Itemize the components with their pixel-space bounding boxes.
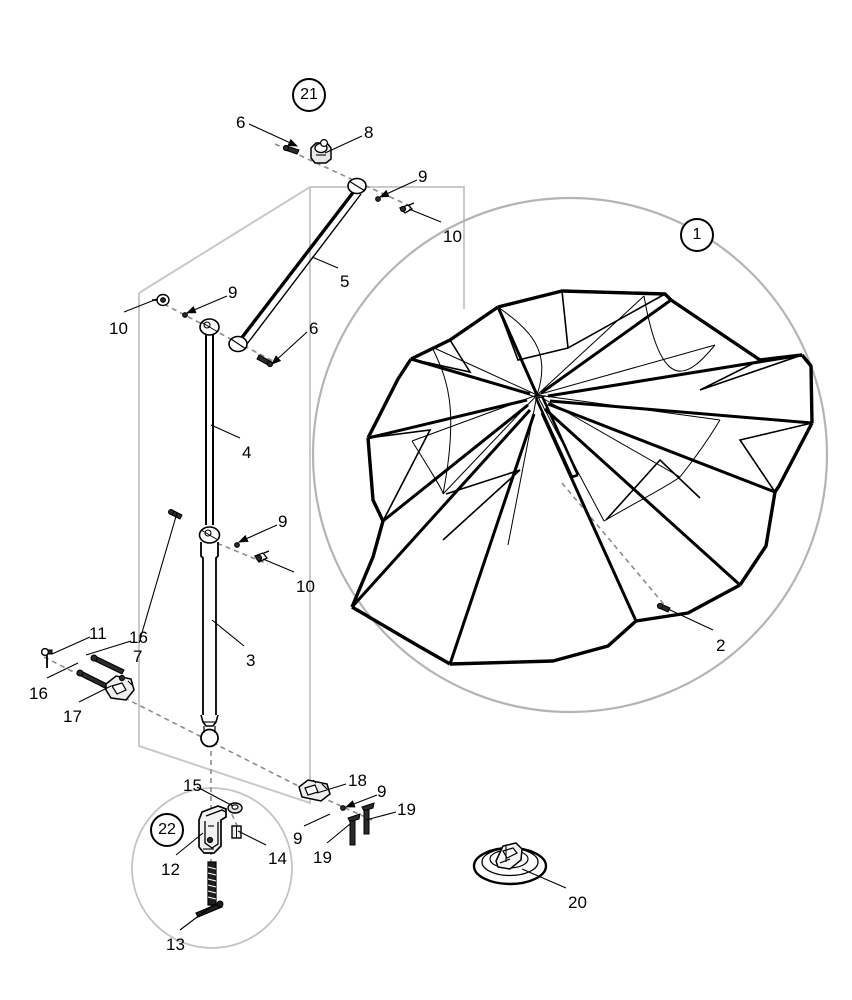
part-6-bolt-top [282,144,300,155]
part-20-end-cap-disc [472,842,548,886]
leader-19-left [326,823,351,844]
label-16-right: 16 [129,628,148,647]
label-19-right: 19 [397,800,416,819]
label-8: 8 [364,123,374,142]
label-16-left: 16 [29,684,48,703]
part-9-bolt-upperleft [182,312,188,318]
leader-9-bot-b [303,813,331,827]
label-6-mid: 6 [309,319,319,338]
leader-7 [138,512,178,644]
leader-19-right [365,811,397,821]
part-10-nut-top [398,202,415,214]
part-8-upper-bracket [310,139,332,164]
leader-16-left [46,662,79,679]
part-6-bolt-mid [256,354,274,368]
leader-15 [196,786,234,807]
leader-2 [667,608,714,631]
callout-22[interactable]: 22 [150,813,184,847]
label-12: 12 [161,860,180,879]
part-2-canopy-tip-pin [656,602,671,613]
leader-12 [175,832,204,856]
label-14: 14 [268,849,287,868]
label-18: 18 [348,771,367,790]
part-9-bolt-bottom [340,805,346,811]
label-9-top: 9 [418,167,428,186]
label-10-top: 10 [443,227,462,246]
label-7: 7 [133,647,143,666]
part-3-lower-mast [198,526,221,748]
part-9-bolt-top [375,196,381,202]
assembly-frame-box [138,186,465,805]
part-11-handle-pin [40,647,53,668]
leader-14 [237,830,267,846]
leader-10-top [408,208,442,223]
leader-8 [324,135,363,154]
leader-11 [51,636,91,655]
leader-3 [211,619,245,647]
part-4-upper-mast [199,318,220,525]
leader-13 [179,904,214,931]
part-5-support-strut [228,177,367,353]
part-10-nut-mid [254,550,270,563]
label-10-upperleft: 10 [109,319,128,338]
fastener-group [152,144,415,811]
leader-9-bot-a [344,794,378,808]
leader-9-top [379,179,418,198]
leader-9-mid [237,524,278,543]
label-9-mid: 9 [278,512,288,531]
label-9-bot-a: 9 [377,782,387,801]
label-6-top: 6 [236,113,246,132]
part-17-crank-housing [105,674,135,701]
label-13: 13 [166,935,185,954]
detail-circle-22 [131,787,293,949]
detail-circle-1 [311,196,829,714]
label-20: 20 [568,893,587,912]
callout-1[interactable]: 1 [680,218,714,252]
label-17: 17 [63,707,82,726]
leader-5 [311,256,339,269]
part-19-screw-right [361,802,375,835]
label-4: 4 [242,443,252,462]
label-15: 15 [183,776,202,795]
leader-10-mid [262,558,295,573]
part-16-bolt-lower [90,654,125,675]
label-5: 5 [340,272,350,291]
part-13-tension-spring [195,861,224,918]
label-11: 11 [89,624,107,643]
label-10-mid: 10 [296,577,315,596]
leader-16-right [85,640,132,656]
label-9-upperleft: 9 [228,283,238,302]
part-9-bolt-mid [234,542,240,548]
part-12-base-hook-bracket [198,805,227,854]
leader-4 [210,424,241,439]
part-1-umbrella-canopy [350,289,814,666]
leader-9-upperleft [185,295,228,314]
assembly-axis-lines [43,143,668,905]
label-3: 3 [246,651,256,670]
part-19-screw-left [347,813,361,846]
label-9-bot-b: 9 [293,829,303,848]
label-19-left: 19 [313,848,332,867]
leader-line-group [46,123,714,931]
leader-18 [316,783,347,794]
leader-6-mid [271,331,308,365]
label-2: 2 [716,636,726,655]
leader-17 [78,685,112,703]
leader-6-top [248,123,298,147]
leader-10-upperleft [123,298,158,313]
leader-20 [521,868,567,889]
part-18-base-mount-bracket [298,779,331,802]
callout-21[interactable]: 21 [292,78,326,112]
